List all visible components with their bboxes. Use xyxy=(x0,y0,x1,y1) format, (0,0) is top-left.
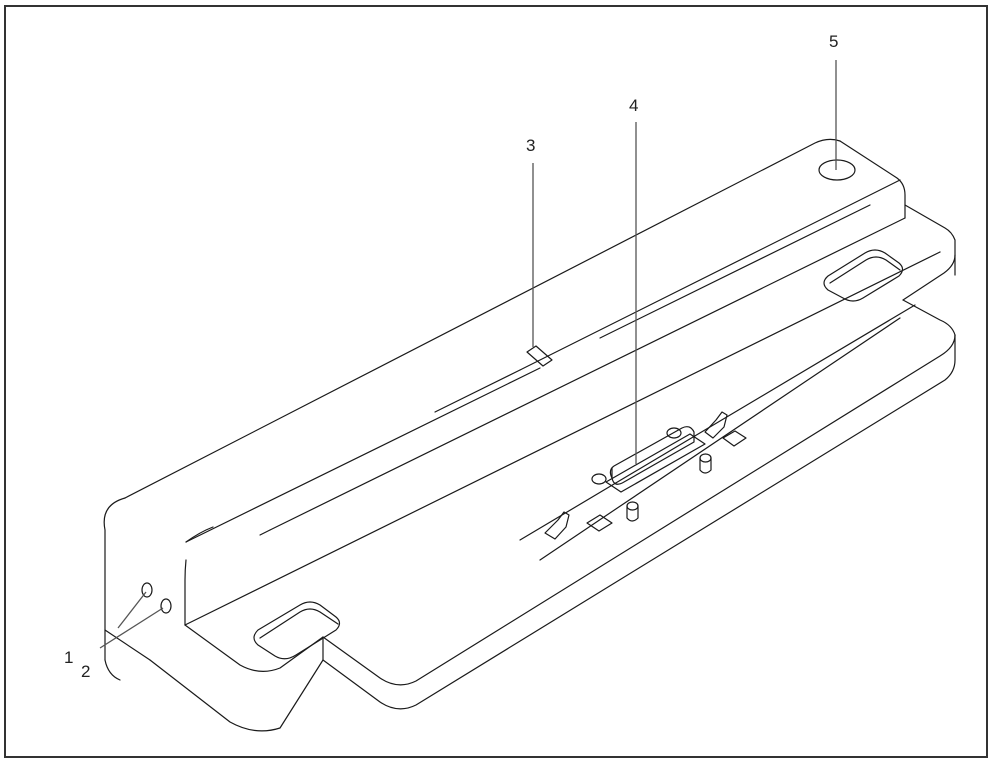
indicator-3 xyxy=(526,345,553,367)
button-5 xyxy=(818,159,856,181)
raised-back-block xyxy=(103,138,906,681)
port-1-icon xyxy=(141,582,153,598)
leader-2 xyxy=(99,607,164,649)
callout-1: 1 xyxy=(64,648,74,667)
base-plate xyxy=(149,204,956,732)
left-side-face xyxy=(104,582,172,661)
callout-2: 2 xyxy=(81,662,91,681)
docking-connector xyxy=(544,411,747,540)
leader-1 xyxy=(117,591,147,629)
port-2-icon xyxy=(160,598,172,614)
leader-lines xyxy=(99,60,837,649)
callout-3: 3 xyxy=(526,136,536,155)
grip-recesses xyxy=(253,249,904,660)
callout-4: 4 xyxy=(629,96,639,115)
callout-5: 5 xyxy=(829,32,839,51)
